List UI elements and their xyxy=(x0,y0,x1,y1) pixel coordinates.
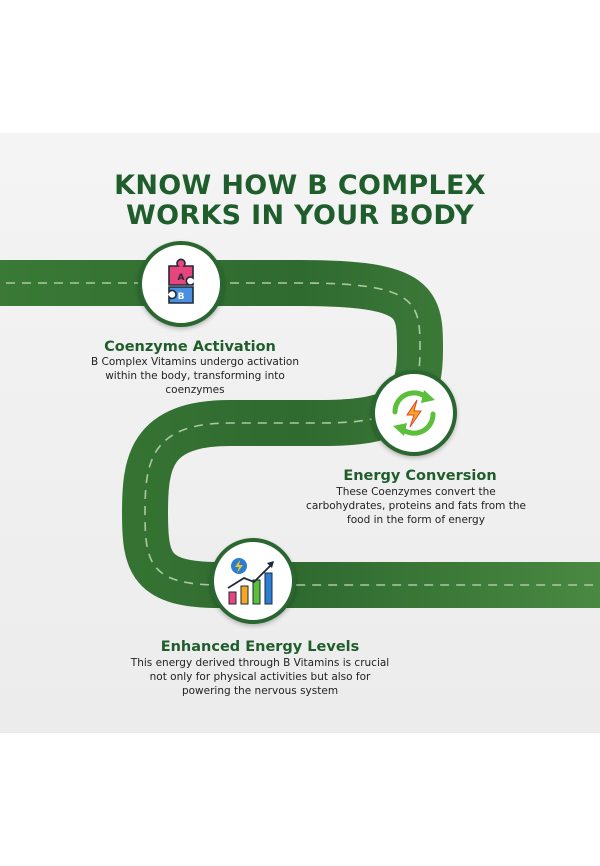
step-1-title: Coenzyme Activation xyxy=(104,339,276,355)
puzzle-icon: A B xyxy=(168,258,194,304)
winding-road xyxy=(0,260,600,608)
title-line-1: KNOW HOW B COMPLEX xyxy=(114,170,486,201)
step-2-title: Energy Conversion xyxy=(343,468,497,484)
step-3-description: This energy derived through B Vitamins i… xyxy=(130,657,390,697)
infographic-panel: KNOW HOW B COMPLEX WORKS IN YOUR BODY A … xyxy=(0,133,600,733)
energy-conversion-icon-badge xyxy=(371,370,457,456)
enhanced-energy-icon-badge xyxy=(210,538,296,624)
road-band xyxy=(0,260,600,608)
puzzle-label-b: B xyxy=(178,292,185,302)
step-3-title: Enhanced Energy Levels xyxy=(160,639,360,655)
energy-cycle-icon xyxy=(392,390,436,436)
title-line-2: WORKS IN YOUR BODY xyxy=(126,200,474,231)
coenzyme-icon-badge: A B xyxy=(138,241,224,327)
step-2-description: These Coenzymes convert the carbohydrate… xyxy=(306,486,526,526)
energy-growth-chart-icon xyxy=(227,558,274,605)
page-title: KNOW HOW B COMPLEX WORKS IN YOUR BODY xyxy=(0,171,600,231)
step-1-description: B Complex Vitamins undergo activation wi… xyxy=(91,356,299,396)
puzzle-label-a: A xyxy=(178,273,185,283)
